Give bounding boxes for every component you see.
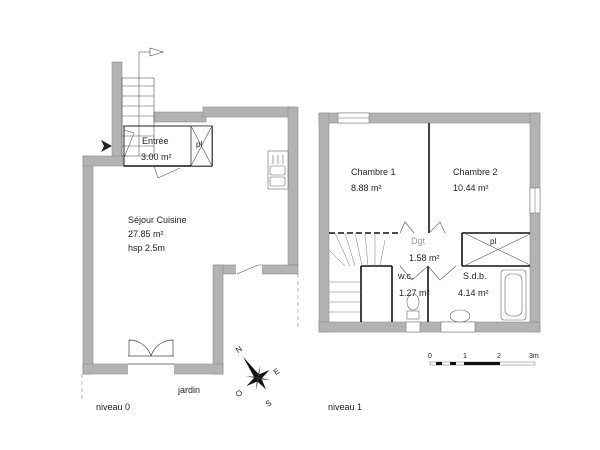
- dgt-area: 1.58 m²: [409, 253, 440, 263]
- dgt-label: Dgt: [411, 236, 426, 246]
- level-0-plan: [81, 47, 299, 400]
- toilet-icon: [406, 293, 420, 320]
- scale-tick-0: 0: [428, 353, 432, 360]
- entree-label: Entrée: [142, 136, 169, 146]
- stairs-level-1: [328, 232, 386, 313]
- chambre2-label: Chambre 2: [453, 167, 498, 177]
- sdb-label: S.d.b.: [463, 271, 487, 281]
- chambre2-area: 10.44 m²: [453, 183, 489, 193]
- bathtub-icon: [500, 269, 527, 321]
- sejour-area: 27.85 m²: [128, 229, 164, 239]
- scale-bar: [429, 361, 536, 366]
- closet-level-1: [465, 233, 531, 266]
- scale-tick-2: 2: [497, 353, 501, 360]
- level-1-plan: [318, 112, 541, 333]
- closet-label-1: pl: [490, 237, 497, 246]
- entree-area: 3.00 m²: [141, 152, 172, 162]
- sejour-height: hsp 2.5m: [128, 243, 166, 253]
- scale-tick-3: 3m: [529, 353, 539, 360]
- sink-icon: [449, 309, 471, 323]
- sdb-area: 4.14 m²: [458, 288, 489, 298]
- wc-label: w.c.: [398, 271, 414, 281]
- jardin-label: jardin: [178, 385, 201, 395]
- level-1-label: niveau 1: [328, 402, 363, 412]
- french-door: [128, 339, 174, 365]
- sejour-label: Séjour Cuisine: [128, 215, 187, 225]
- chambre1-label: Chambre 1: [351, 167, 396, 177]
- wc-area: 1.27 m²: [399, 288, 430, 298]
- compass-icon: [243, 356, 271, 391]
- level-0-label: niveau 0: [96, 402, 131, 412]
- entry-arrow-icon: [101, 140, 112, 152]
- scale-tick-1: 1: [463, 353, 467, 360]
- chambre1-area: 8.88 m²: [351, 183, 382, 193]
- entree-room: [123, 125, 213, 179]
- closet-label-0: pl: [196, 140, 203, 149]
- kitchen-sink-icon: [267, 150, 289, 190]
